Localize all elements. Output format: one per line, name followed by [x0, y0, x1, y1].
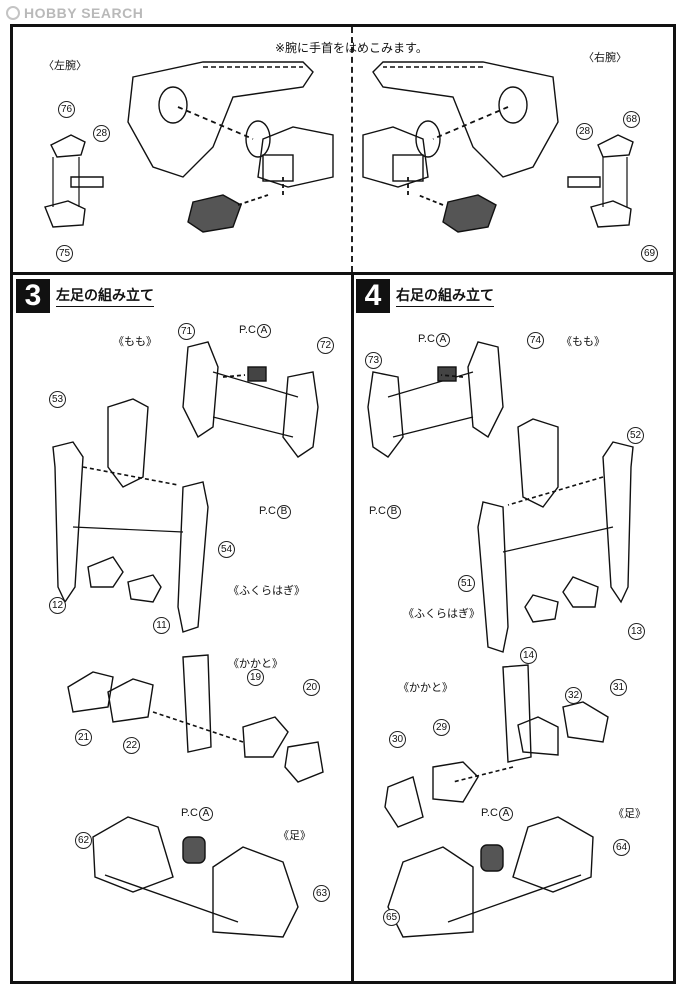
part-number: 28 [93, 125, 110, 142]
part-number: 74 [527, 332, 544, 349]
left-arm-label: 〈左腕〉 [43, 59, 87, 72]
part-number: 13 [628, 623, 645, 640]
instruction-sheet: ※腕に手首をはめこみます。 〈左腕〉 〈右腕〉 76 28 75 68 28 6… [10, 24, 676, 984]
part-number: 53 [49, 391, 66, 408]
part-number: 31 [610, 679, 627, 696]
part-number: 76 [58, 101, 75, 118]
step-3-header: 3 左足の組み立て [16, 279, 154, 313]
part-number: 29 [433, 719, 450, 736]
leg-divider [351, 272, 354, 981]
step-title: 右足の組み立て [396, 285, 494, 307]
section-divider [13, 272, 673, 275]
part-number: 52 [627, 427, 644, 444]
part-number: 12 [49, 597, 66, 614]
part-number: 21 [75, 729, 92, 746]
part-number: 22 [123, 737, 140, 754]
left-leg-drawing [52, 341, 324, 938]
part-number: 30 [389, 731, 406, 748]
part-number: 19 [247, 669, 264, 686]
part-number: 65 [383, 909, 400, 926]
assembly-line-art [44, 61, 634, 938]
part-number: 51 [458, 575, 475, 592]
left-arm-drawing [44, 61, 334, 233]
part-number: 63 [313, 885, 330, 902]
part-number: 69 [641, 245, 658, 262]
part-number: 32 [565, 687, 582, 704]
step-title: 左足の組み立て [56, 285, 154, 307]
part-number: 20 [303, 679, 320, 696]
part-number: 54 [218, 541, 235, 558]
label-momo: 《もも》 [561, 335, 605, 348]
right-arm-drawing [362, 61, 634, 233]
part-number: 71 [178, 323, 195, 340]
watermark-text: HOBBY SEARCH [24, 5, 144, 21]
label-momo: 《もも》 [113, 335, 157, 348]
part-number: 62 [75, 832, 92, 849]
part-number: 68 [623, 111, 640, 128]
label-kakato: 《かかと》 [398, 681, 453, 694]
label-kakato: 《かかと》 [228, 657, 283, 670]
part-number: 28 [576, 123, 593, 140]
right-arm-label: 〈右腕〉 [583, 51, 627, 64]
part-number: 72 [317, 337, 334, 354]
step-number: 4 [356, 279, 390, 313]
wrist-note: ※腕に手首をはめこみます。 [275, 41, 428, 55]
logo-icon [6, 6, 20, 20]
label-ashi: 《足》 [613, 807, 646, 820]
right-leg-drawing [367, 341, 634, 938]
label-fukurahagi: 《ふくらはぎ》 [403, 607, 480, 620]
hobby-search-watermark: HOBBY SEARCH [6, 4, 143, 22]
part-number: 11 [153, 617, 170, 634]
part-number: 73 [365, 352, 382, 369]
step-4-header: 4 右足の組み立て [356, 279, 494, 313]
step-number: 3 [16, 279, 50, 313]
part-number: 64 [613, 839, 630, 856]
label-ashi: 《足》 [278, 829, 311, 842]
part-number: 75 [56, 245, 73, 262]
label-fukurahagi: 《ふくらはぎ》 [228, 584, 305, 597]
part-number: 14 [520, 647, 537, 664]
arm-divider [351, 27, 353, 272]
